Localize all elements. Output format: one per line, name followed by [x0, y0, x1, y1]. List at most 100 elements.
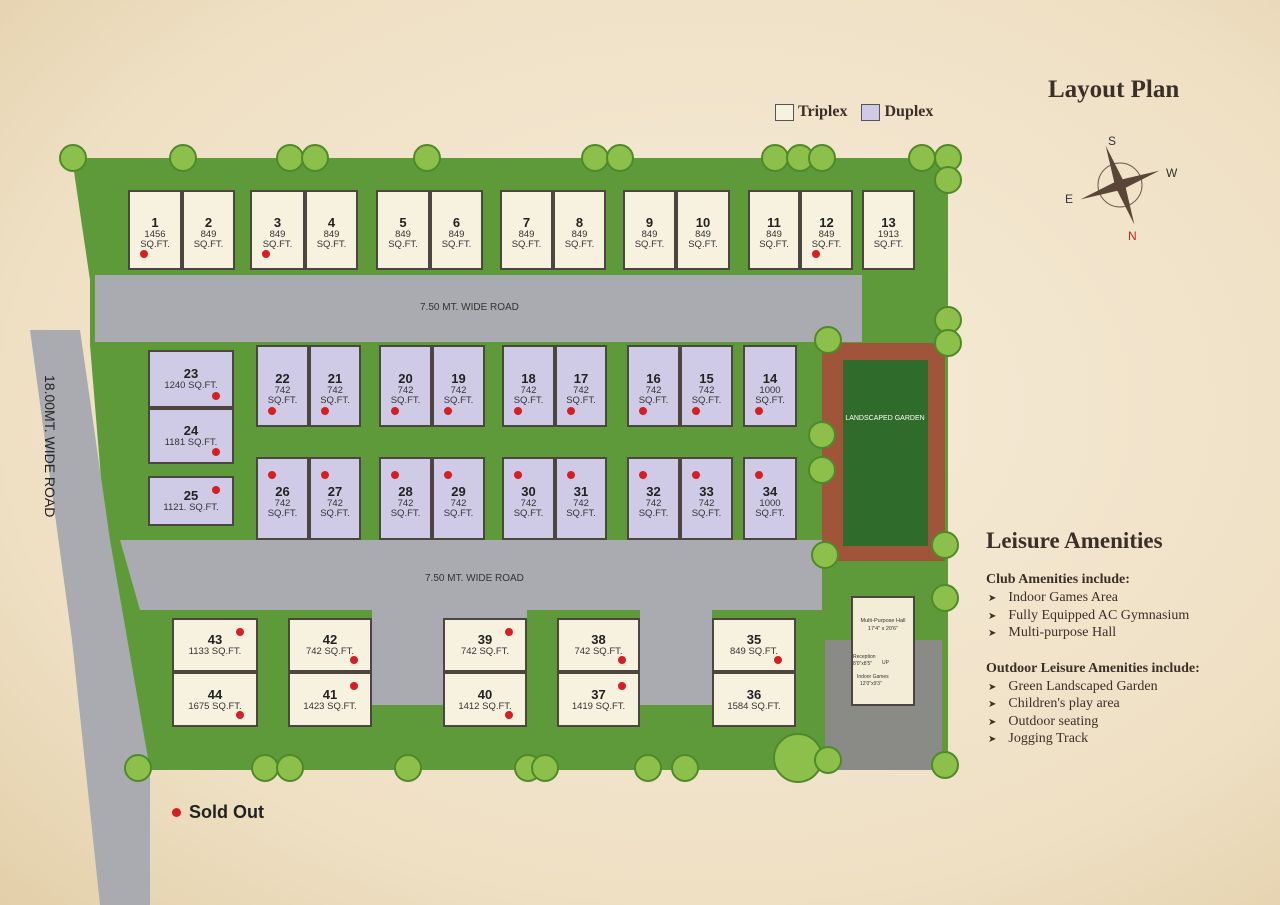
- sold-out-dot-icon: [774, 656, 782, 664]
- legend: Triplex Duplex: [775, 103, 933, 121]
- sold-out-dot-icon: [692, 471, 700, 479]
- sold-out-dot-icon: [639, 407, 647, 415]
- main-road-label: 18.00MT. WIDE ROAD: [42, 375, 58, 517]
- hall-label: Multi-Purpose Hall: [861, 618, 906, 624]
- tree-icon: [301, 144, 329, 172]
- up-label: UP: [882, 660, 890, 666]
- list-item: Green Landscaped Garden: [986, 679, 1200, 697]
- unit-area: 1240 SQ.FT.: [164, 380, 218, 391]
- unit-number: 43: [207, 632, 223, 647]
- tree-icon: [808, 421, 836, 449]
- unit-number: 8: [575, 215, 584, 230]
- tree-icon: [634, 754, 662, 782]
- tree-icon: [671, 754, 699, 782]
- sold-out-dot-icon: [755, 471, 763, 479]
- sold-out-dot-icon: [444, 407, 452, 415]
- unit-number: 24: [183, 423, 199, 438]
- tree-icon: [394, 754, 422, 782]
- unit-number: 5: [399, 215, 407, 230]
- unit-number: 7: [522, 215, 531, 230]
- list-item: Multi-purpose Hall: [986, 625, 1200, 643]
- unit-number: 41: [322, 686, 338, 702]
- unit-number: 23: [183, 366, 199, 381]
- tree-icon: [934, 166, 962, 194]
- unit-area: 742 SQ.FT.: [305, 646, 355, 657]
- inner-road-top-label: 7.50 MT. WIDE ROAD: [420, 302, 519, 313]
- tree-icon: [931, 751, 959, 779]
- sold-out-dot-icon: [268, 471, 276, 479]
- unit-number: 17: [573, 371, 589, 386]
- sold-out-dot-icon: [618, 682, 626, 690]
- unit-number: 34: [762, 483, 778, 499]
- club-heading: Club Amenities include:: [986, 572, 1130, 587]
- garden-label: LANDSCAPED GARDEN: [845, 415, 924, 422]
- sold-out-dot-icon: [236, 628, 244, 636]
- trees: [59, 144, 962, 783]
- sold-out-dot-icon: [212, 486, 220, 494]
- triplex-swatch: [775, 103, 794, 121]
- unit-number: 2: [204, 215, 213, 230]
- sold-dot-icon: [172, 808, 181, 817]
- unit-number: 42: [322, 632, 338, 647]
- reception-label: Reception: [853, 654, 876, 660]
- outdoor-list: Green Landscaped Garden Children's play …: [986, 679, 1200, 749]
